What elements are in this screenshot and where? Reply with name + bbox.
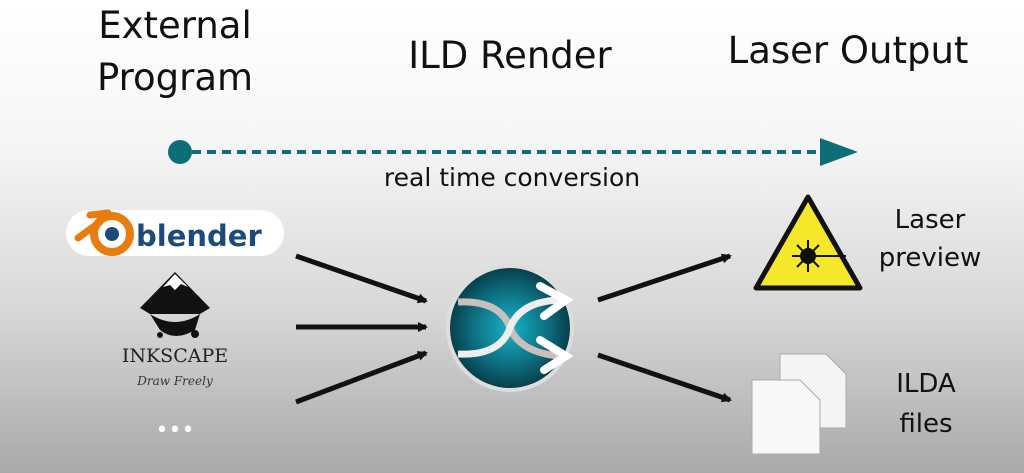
laser-warning-icon [753,194,863,291]
inkscape-wordmark: INKSCAPE [122,345,228,367]
timeline-arrow [168,138,858,166]
laser-label-line2: preview [879,243,982,273]
header-output: Laser Output [728,29,969,72]
blender-logo: blender [66,209,284,256]
header-external-line1: External [98,4,252,47]
timeline-label: real time conversion [384,163,640,192]
header-render: ILD Render [408,34,612,77]
laser-label-line1: Laser [895,205,966,235]
inkscape-tagline: Draw Freely [136,374,213,388]
header-external-line2: Program [97,56,253,99]
inkscape-logo: INKSCAPE Draw Freely [122,272,228,388]
ilda-label-line2: files [899,409,952,439]
ilda-files-icon [751,353,847,455]
output-arrows [597,253,732,403]
input-arrows [295,253,428,405]
ilda-label-line1: ILDA [896,369,956,399]
ild-render-hub-icon [446,264,574,392]
more-programs-ellipsis: ••• [156,418,195,443]
blender-wordmark: blender [136,219,262,253]
